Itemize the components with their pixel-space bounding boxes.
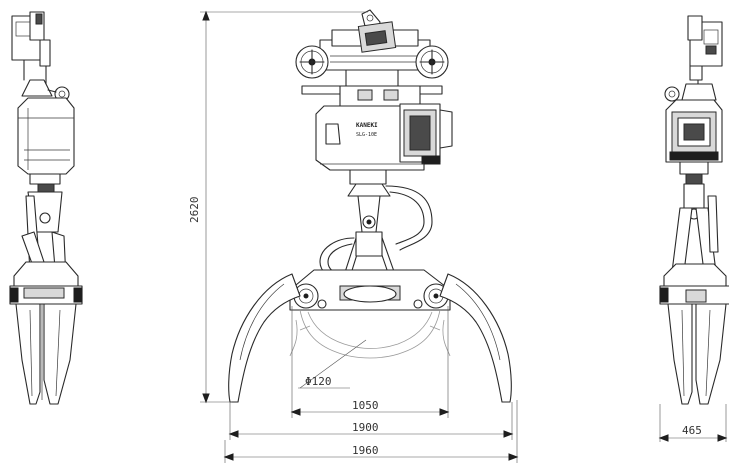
pin-diameter-label: Φ120 bbox=[305, 375, 332, 388]
brand-model-label: SLG-10E bbox=[356, 132, 377, 138]
height-dimension-label: 2620 bbox=[188, 197, 201, 224]
left-side-view bbox=[9, 11, 83, 405]
depth-label: 465 bbox=[682, 424, 702, 437]
tip-span-dimension: 1900 bbox=[228, 402, 514, 440]
inner-span-dimension: 1050 bbox=[290, 306, 450, 418]
max-span-dimension: 1960 bbox=[223, 400, 519, 463]
height-dimension: 2620 bbox=[188, 10, 368, 404]
depth-dimension: 465 bbox=[658, 404, 728, 442]
right-side-view bbox=[659, 15, 729, 405]
max-span-label: 1960 bbox=[352, 444, 379, 457]
inner-span-label: 1050 bbox=[352, 399, 379, 412]
brand-maker-label: KANEKI bbox=[356, 122, 378, 129]
pin-diameter-callout: Φ120 bbox=[298, 339, 367, 389]
tip-span-label: 1900 bbox=[352, 421, 379, 434]
front-view: KANEKI SLG-10E bbox=[228, 9, 512, 403]
